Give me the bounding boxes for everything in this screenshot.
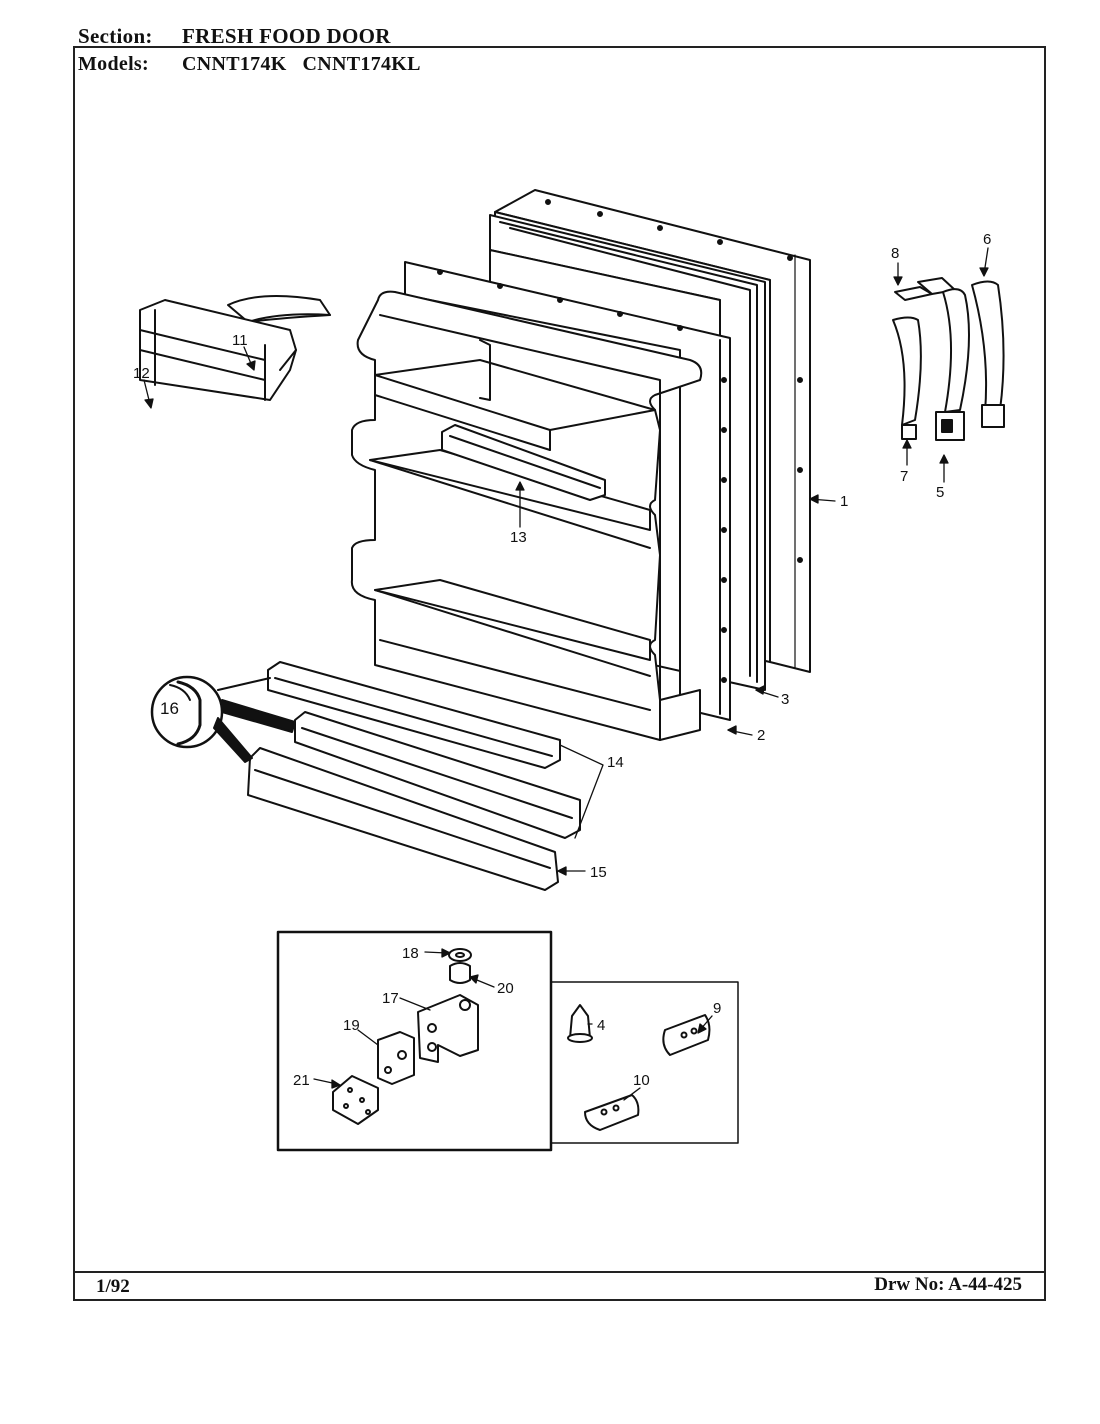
section-title: FRESH FOOD DOOR: [182, 24, 391, 48]
callout-15: 15: [590, 864, 607, 881]
door-bar-upper: [267, 661, 561, 769]
door-bar-lower: [294, 711, 581, 839]
section-label: Section:: [78, 24, 153, 48]
callout-19: 19: [343, 1017, 360, 1034]
hinge-parts: [892, 277, 1005, 441]
hinge-inset-box: [276, 930, 553, 1152]
callout-3: 3: [781, 691, 789, 708]
callout-10: 10: [633, 1072, 650, 1089]
callout-6: 6: [983, 231, 991, 248]
callout-14: 14: [607, 754, 624, 771]
models-list: CNNT174K CNNT174KL: [182, 53, 421, 75]
models-header: Models: CNNT174K CNNT174KL: [78, 53, 421, 76]
callout-21: 21: [293, 1072, 310, 1089]
end-cap-detail: [150, 675, 296, 763]
door-liner: [350, 261, 731, 741]
models-label: Models:: [78, 53, 149, 75]
callout-13: 13: [510, 529, 527, 546]
callout-18: 18: [402, 945, 419, 962]
callout-1: 1: [840, 493, 848, 510]
callout-2: 2: [757, 727, 765, 744]
callout-9: 9: [713, 1000, 721, 1017]
callout-11: 11: [232, 332, 248, 349]
callout-labels: 1 2 3 4 5 6 7 8 9 10 11 12 13 14 15 16 1…: [133, 231, 991, 1089]
footer-divider: [73, 1271, 1046, 1273]
section-header: Section: FRESH FOOD DOOR: [78, 24, 391, 49]
callout-12: 12: [133, 365, 150, 382]
callout-16: 16: [160, 699, 179, 718]
callout-4: 4: [597, 1017, 605, 1034]
leader-lines: [143, 247, 989, 1101]
dairy-compartment: [139, 299, 297, 401]
footer-date: 1/92: [96, 1276, 130, 1297]
callout-17: 17: [382, 990, 399, 1007]
footer-drawing-number: Drw No: A-44-425: [874, 1274, 1022, 1295]
callout-7: 7: [900, 468, 908, 485]
callout-5: 5: [936, 484, 944, 501]
accessory-inset-box: [550, 981, 739, 1144]
shelf-retainer-bar: [441, 424, 606, 501]
drawing-frame: [73, 46, 1046, 1301]
dairy-door: [227, 295, 331, 323]
callout-20: 20: [497, 980, 514, 997]
bottom-door-bar: [247, 747, 559, 891]
callout-8: 8: [891, 245, 899, 262]
